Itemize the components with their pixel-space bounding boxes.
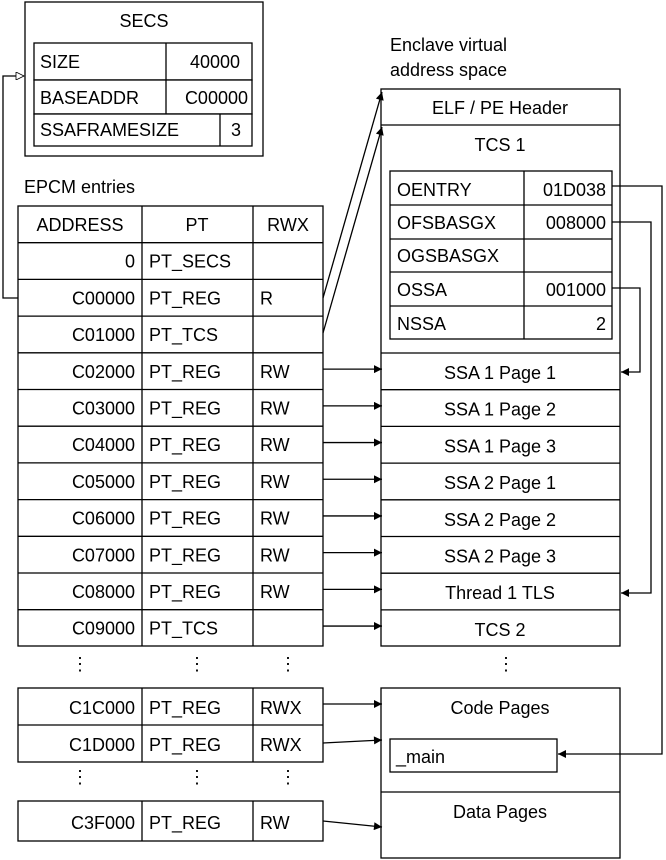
arrow-c1d000-code <box>322 736 383 745</box>
epcm-pt: PT_REG <box>149 698 221 719</box>
epcm-rwx: RW <box>260 813 290 833</box>
epcm-rwx: RW <box>260 582 290 602</box>
epcm-address: C06000 <box>72 509 135 529</box>
epcm-rwx: R <box>260 288 273 308</box>
epcm-pt: PT_REG <box>149 362 221 383</box>
tcs-ossa-value: 001000 <box>546 280 606 300</box>
epcm-address: C03000 <box>72 399 135 419</box>
secs-ssaframesize-field: SSAFRAMESIZE <box>40 120 179 140</box>
epcm-pt: PT_SECS <box>149 252 231 273</box>
ellipsis-2-rwx: ⋮ <box>279 767 297 787</box>
ellipsis-2-address: ⋮ <box>71 767 89 787</box>
epcm-address: C04000 <box>72 435 135 455</box>
secs-size-value: 40000 <box>190 52 240 72</box>
epcm-rwx: RW <box>260 399 290 419</box>
main-symbol-box <box>389 738 558 773</box>
vas-page-label: SSA 1 Page 2 <box>444 400 556 420</box>
ofsbasgx-to-tls-connector <box>612 221 652 597</box>
epcm-header-address: ADDRESS <box>36 215 123 235</box>
vas-ellipsis: ⋮ <box>497 654 515 674</box>
elf-pe-header: ELF / PE Header <box>432 98 568 118</box>
secs-ssaframesize-value: 3 <box>231 120 241 140</box>
epcm-address: C09000 <box>72 619 135 639</box>
epcm-rwx: RW <box>260 472 290 492</box>
epcm-rwx: RWX <box>260 698 302 718</box>
vas-page-label: SSA 1 Page 3 <box>444 436 556 456</box>
epcm-pt: PT_REG <box>149 582 221 603</box>
vas-page-label: SSA 2 Page 3 <box>444 547 556 567</box>
epcm-pt: PT_REG <box>149 435 221 456</box>
vas-page-label: SSA 2 Page 1 <box>444 473 556 493</box>
epcm-rwx: RWX <box>260 735 302 755</box>
epcm-address: C07000 <box>72 545 135 565</box>
epcm-address: C00000 <box>72 288 135 308</box>
epcm-pt: PT_REG <box>149 472 221 493</box>
enclave-address-space: ELF / PE Header TCS 1 OENTRY 01D038 OFSB… <box>380 88 621 859</box>
tcs-oentry-field: OENTRY <box>397 180 472 200</box>
epcm-address: C1D000 <box>69 735 135 755</box>
epcm-rwx: RW <box>260 362 290 382</box>
epcm-pt: PT_REG <box>149 813 221 834</box>
main-symbol: _main <box>395 747 445 768</box>
epcm-header-pt: PT <box>185 215 208 235</box>
tcs-ofsbasgx-field: OFSBASGX <box>397 213 496 233</box>
ossa-to-ssa-connector <box>612 287 641 376</box>
epcm-pt: PT_REG <box>149 735 221 756</box>
vas-page-label: Thread 1 TLS <box>445 583 555 603</box>
vas-page-label: SSA 2 Page 2 <box>444 510 556 530</box>
vas-title-line2: address space <box>390 60 507 80</box>
ellipsis-1-pt: ⋮ <box>188 654 206 674</box>
epcm-address: C1C000 <box>69 698 135 718</box>
epcm-address: C01000 <box>72 325 135 345</box>
vas-title-line1: Enclave virtual <box>390 35 507 55</box>
epcm-header-rwx: RWX <box>267 215 309 235</box>
epcm-pt: PT_REG <box>149 288 221 309</box>
epcm-address: C3F000 <box>71 813 135 833</box>
tcs1-label: TCS 1 <box>474 135 525 155</box>
tcs-nssa-field: NSSA <box>397 314 446 334</box>
epcm-pt: PT_REG <box>149 399 221 420</box>
tcs-ossa-field: OSSA <box>397 280 447 300</box>
connectors <box>2 76 663 831</box>
data-pages-label: Data Pages <box>453 802 547 822</box>
epcm-rwx: RW <box>260 435 290 455</box>
ellipsis-1-address: ⋮ <box>71 654 89 674</box>
code-pages-label: Code Pages <box>450 698 549 718</box>
epcm-address: C08000 <box>72 582 135 602</box>
tcs-ofsbasgx-value: 008000 <box>546 213 606 233</box>
epcm-address: C05000 <box>72 472 135 492</box>
secs-title: SECS <box>119 11 168 31</box>
epcm-title: EPCM entries <box>24 177 135 197</box>
arrow-c00000-header <box>322 91 384 299</box>
epcm-address: 0 <box>125 252 135 272</box>
ellipsis-2-pt: ⋮ <box>188 767 206 787</box>
epcm-pt: PT_REG <box>149 545 221 566</box>
ellipsis-1-rwx: ⋮ <box>279 654 297 674</box>
secs-baseaddr-connector <box>2 76 24 299</box>
epcm-pt: PT_TCS <box>149 619 218 640</box>
secs-structure: SECS SIZE 40000 BASEADDR C00000 SSAFRAME… <box>24 1 264 157</box>
secs-baseaddr-value: C00000 <box>185 88 248 108</box>
oentry-to-main-connector <box>558 185 663 758</box>
tcs-oentry-value: 01D038 <box>543 180 606 200</box>
tcs-nssa-value: 2 <box>596 314 606 334</box>
epcm-rwx: RW <box>260 545 290 565</box>
epcm-pt: PT_TCS <box>149 325 218 346</box>
secs-baseaddr-field: BASEADDR <box>40 88 139 108</box>
tcs-ogsbasgx-field: OGSBASGX <box>397 246 499 266</box>
arrow-c3f000-data <box>322 820 383 831</box>
arrow-c01000-tcs1 <box>322 126 384 334</box>
vas-page-label: TCS 2 <box>474 620 525 640</box>
epcm-pt: PT_REG <box>149 509 221 530</box>
epcm-rwx: RW <box>260 509 290 529</box>
secs-size-field: SIZE <box>40 52 80 72</box>
epcm-address: C02000 <box>72 362 135 382</box>
vas-page-label: SSA 1 Page 1 <box>444 363 556 383</box>
